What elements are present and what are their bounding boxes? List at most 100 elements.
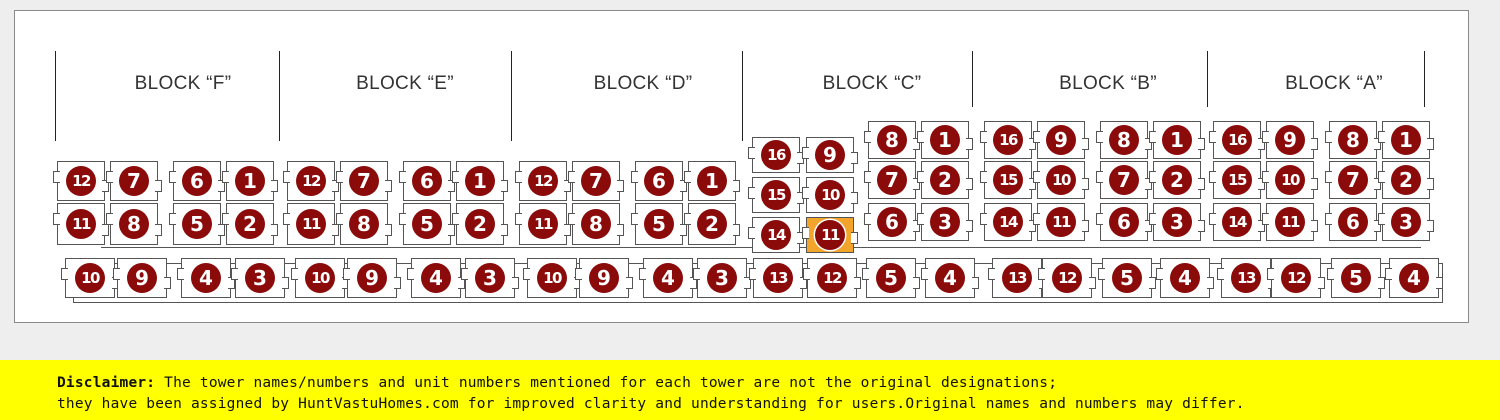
unit-number-badge: 14	[1222, 207, 1252, 237]
unit-number-badge: 1	[465, 166, 495, 196]
unit-number-badge: 15	[993, 165, 1023, 195]
unit-number-badge: 8	[877, 125, 907, 155]
unit-number-badge: 5	[1341, 263, 1371, 293]
unit-number-badge: 7	[1338, 165, 1368, 195]
unit-number-badge: 9	[589, 263, 619, 293]
unit-number-badge: 14	[993, 207, 1023, 237]
unit-number-badge: 8	[1109, 125, 1139, 155]
unit-number-badge: 15	[761, 180, 791, 210]
block-divider	[1207, 51, 1208, 107]
unit-number-badge: 9	[815, 140, 845, 170]
block-divider	[1424, 51, 1425, 107]
unit-number-badge: 1	[697, 166, 727, 196]
unit-number-badge: 5	[182, 209, 212, 239]
unit-number-badge: 7	[581, 166, 611, 196]
unit-number-badge: 9	[1046, 125, 1076, 155]
unit-number-badge: 9	[357, 263, 387, 293]
unit-number-badge: 12	[1281, 263, 1311, 293]
unit-number-badge: 16	[761, 140, 791, 170]
block-divider	[972, 51, 973, 107]
unit-number-badge: 5	[644, 209, 674, 239]
unit-number-badge: 8	[119, 209, 149, 239]
unit-number-badge: 3	[707, 263, 737, 293]
unit-number-badge: 2	[235, 209, 265, 239]
unit-number-badge: 11	[1046, 207, 1076, 237]
unit-number-badge: 13	[1002, 263, 1032, 293]
unit-number-badge: 10	[815, 180, 845, 210]
block-divider	[511, 51, 512, 141]
unit-number-badge: 7	[119, 166, 149, 196]
block-divider	[55, 51, 56, 141]
unit-number-badge: 13	[763, 263, 793, 293]
block-label-b: BLOCK “B”	[1059, 73, 1157, 94]
disclaimer-text-1: The tower names/numbers and unit numbers…	[155, 375, 1058, 391]
unit-number-badge: 4	[935, 263, 965, 293]
unit-number-badge: 6	[1109, 207, 1139, 237]
unit-number-badge: 9	[127, 263, 157, 293]
unit-number-badge: 4	[1170, 263, 1200, 293]
unit-number-badge: 1	[1391, 125, 1421, 155]
unit-number-badge: 12	[1052, 263, 1082, 293]
unit-number-badge: 13	[1231, 263, 1261, 293]
unit-number-badge: 5	[876, 263, 906, 293]
disclaimer-line-1: Disclaimer: The tower names/numbers and …	[57, 375, 1057, 391]
unit-number-badge: 1	[235, 166, 265, 196]
unit-number-badge: 1	[1162, 125, 1192, 155]
unit-number-badge: 2	[697, 209, 727, 239]
disclaimer-banner: Disclaimer: The tower names/numbers and …	[0, 360, 1500, 420]
unit-number-badge: 11	[528, 209, 558, 239]
unit-number-badge: 7	[1109, 165, 1139, 195]
unit-number-badge: 6	[412, 166, 442, 196]
disclaimer-line-2: they have been assigned by HuntVastuHome…	[57, 396, 1245, 412]
unit-number-badge: 14	[761, 220, 791, 250]
unit-number-badge: 10	[75, 263, 105, 293]
unit-number-badge: 11	[66, 209, 96, 239]
unit-number-badge: 6	[877, 207, 907, 237]
unit-number-badge: 6	[182, 166, 212, 196]
unit-number-badge: 7	[349, 166, 379, 196]
unit-number-badge: 12	[817, 263, 847, 293]
unit-number-badge: 8	[581, 209, 611, 239]
unit-number-badge: 3	[930, 207, 960, 237]
unit-number-badge: 3	[1162, 207, 1192, 237]
unit-number-badge: 16	[1222, 125, 1252, 155]
unit-number-badge: 5	[1112, 263, 1142, 293]
unit-number-badge: 12	[528, 166, 558, 196]
block-label-f: BLOCK “F”	[134, 73, 232, 94]
unit-number-badge: 4	[421, 263, 451, 293]
unit-number-badge: 2	[1162, 165, 1192, 195]
block-divider	[742, 51, 743, 141]
unit-number-badge: 12	[296, 166, 326, 196]
unit-number-badge: 3	[475, 263, 505, 293]
unit-number-badge: 6	[1338, 207, 1368, 237]
unit-number-badge: 5	[412, 209, 442, 239]
unit-number-badge: 8	[349, 209, 379, 239]
site-plan: BLOCK “F” BLOCK “E” BLOCK “D” BLOCK “C” …	[14, 10, 1469, 323]
unit-number-badge: 2	[465, 209, 495, 239]
unit-number-badge: 11	[1275, 207, 1305, 237]
block-divider	[279, 51, 280, 141]
unit-number-badge: 7	[877, 165, 907, 195]
unit-number-badge: 16	[993, 125, 1023, 155]
unit-number-badge: 10	[305, 263, 335, 293]
unit-number-badge: 3	[1391, 207, 1421, 237]
block-label-a: BLOCK “A”	[1285, 73, 1383, 94]
disclaimer-heading: Disclaimer:	[57, 375, 156, 391]
unit-number-badge: 12	[66, 166, 96, 196]
disclaimer-text-2: they have been assigned by HuntVastuHome…	[57, 396, 1245, 412]
unit-number-badge: 11	[815, 220, 845, 250]
block-label-d: BLOCK “D”	[593, 73, 693, 94]
block-label-c: BLOCK “C”	[822, 73, 922, 94]
unit-number-badge: 15	[1222, 165, 1252, 195]
unit-number-badge: 3	[245, 263, 275, 293]
unit-number-badge: 6	[644, 166, 674, 196]
unit-number-badge: 9	[1275, 125, 1305, 155]
unit-number-badge: 11	[296, 209, 326, 239]
unit-number-badge: 8	[1338, 125, 1368, 155]
unit-number-badge: 10	[1275, 165, 1305, 195]
unit-number-badge: 1	[930, 125, 960, 155]
unit-number-badge: 10	[1046, 165, 1076, 195]
unit-number-badge: 4	[191, 263, 221, 293]
block-label-e: BLOCK “E”	[356, 73, 454, 94]
unit-number-badge: 4	[1399, 263, 1429, 293]
